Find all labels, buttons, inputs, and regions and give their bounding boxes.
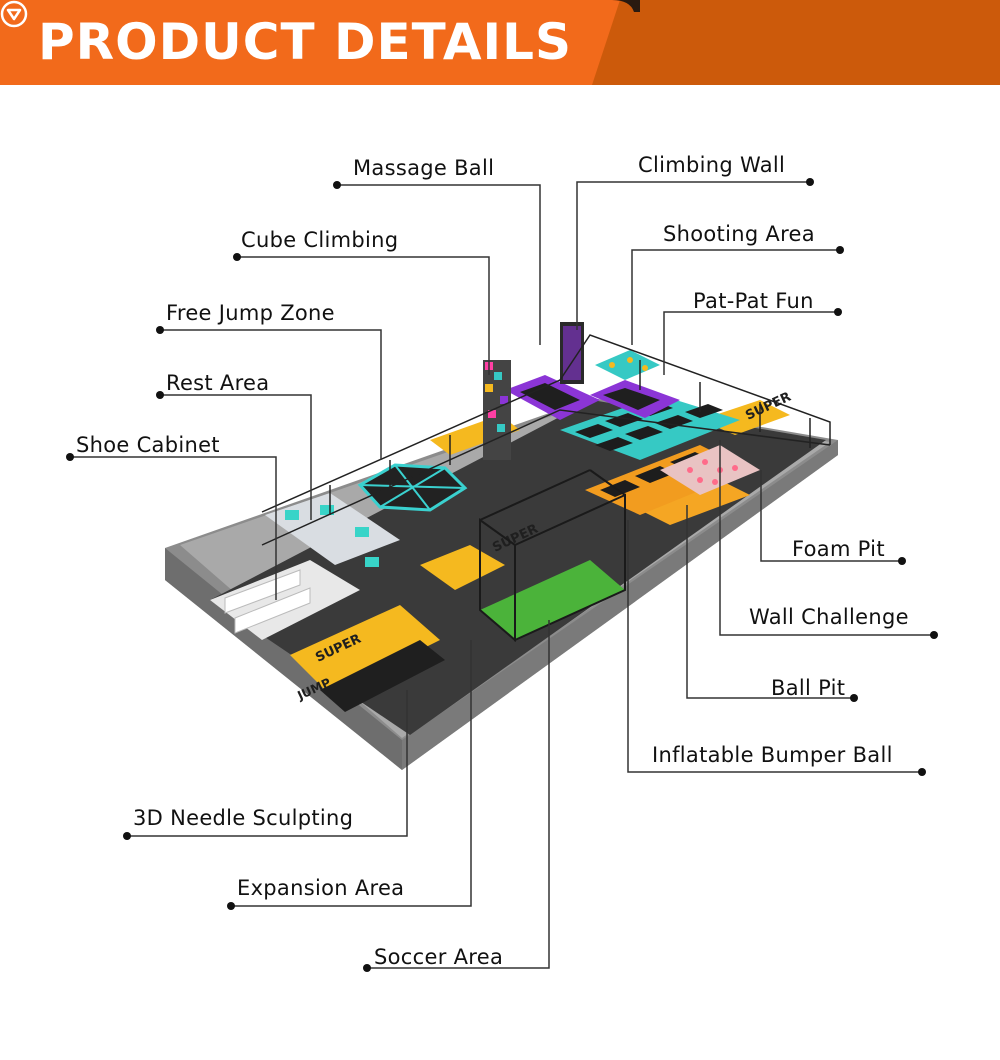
label-shoe-cabinet: Shoe Cabinet xyxy=(76,433,220,457)
label-cube-climbing: Cube Climbing xyxy=(241,228,399,252)
label-massage-ball: Massage Ball xyxy=(353,156,495,180)
soccer-area xyxy=(479,469,626,643)
fence-nets xyxy=(261,334,831,546)
label-expansion-area: Expansion Area xyxy=(237,876,405,900)
header-banner: PRODUCT DETAILS xyxy=(0,0,1000,85)
free-jump-zone-trampoline xyxy=(357,463,468,512)
label-inflatable-bumper-ball: Inflatable Bumper Ball xyxy=(652,743,893,767)
header-background xyxy=(0,0,1000,85)
cube-climbing-tower xyxy=(483,360,511,460)
purple-structures xyxy=(505,322,680,420)
label-free-jump-zone: Free Jump Zone xyxy=(166,301,335,325)
label-ball-pit: Ball Pit xyxy=(771,676,846,700)
label-climbing-wall: Climbing Wall xyxy=(638,153,786,177)
label-shooting-area: Shooting Area xyxy=(663,222,815,246)
page-title: PRODUCT DETAILS xyxy=(38,13,573,71)
ball-and-foam-pits xyxy=(595,350,760,495)
floor-graphics: SUPER SUPER SUPER JUMP xyxy=(290,390,794,712)
label-3d-needle-sculpting: 3D Needle Sculpting xyxy=(133,806,354,830)
chevron-down-circle-icon[interactable] xyxy=(0,0,28,28)
label-foam-pit: Foam Pit xyxy=(792,537,885,561)
label-rest-area: Rest Area xyxy=(166,371,270,395)
label-pat-pat-fun: Pat-Pat Fun xyxy=(693,289,814,313)
label-wall-challenge: Wall Challenge xyxy=(749,605,909,629)
leader-lines xyxy=(70,181,934,969)
entry-area xyxy=(210,493,400,640)
leader-dots xyxy=(66,178,938,972)
label-soccer-area: Soccer Area xyxy=(374,945,504,969)
